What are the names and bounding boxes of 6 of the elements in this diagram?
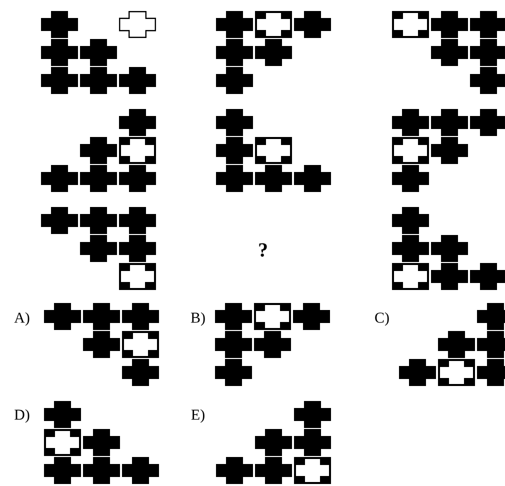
option-label: A) (14, 312, 30, 326)
option-label: D) (14, 409, 30, 423)
question-mark: ? (259, 243, 267, 257)
option-label: C) (375, 312, 389, 326)
option-label: E) (191, 409, 204, 423)
option-label: B) (190, 312, 205, 326)
